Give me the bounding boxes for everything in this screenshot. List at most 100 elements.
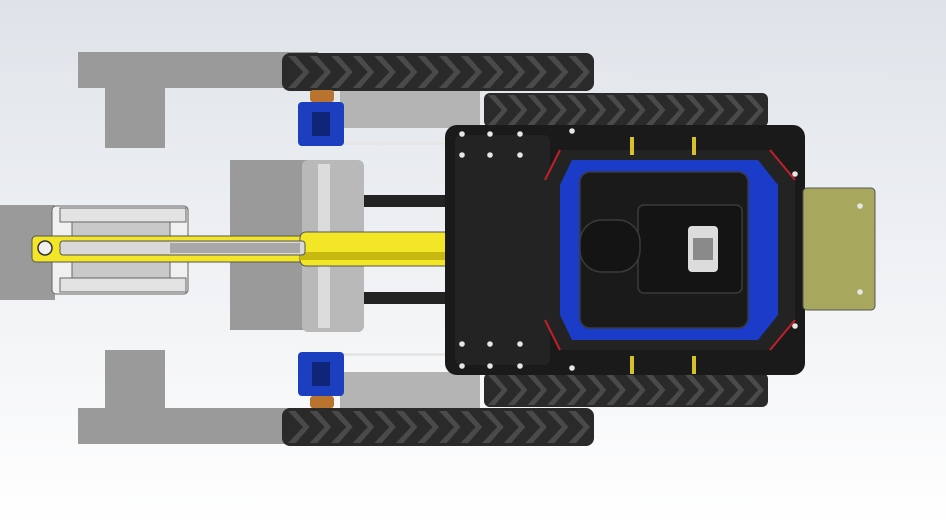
tread-chevron <box>374 411 396 443</box>
bolt <box>517 363 523 369</box>
bolt <box>487 131 493 137</box>
tread-chevron <box>606 95 626 125</box>
tread-chevron <box>331 411 353 443</box>
tread-chevron <box>482 56 504 88</box>
hub-core <box>312 112 330 136</box>
tread-chevron <box>309 56 332 88</box>
counterweight <box>802 187 876 311</box>
track-treads <box>288 56 590 88</box>
track-treads <box>488 375 764 405</box>
tread-chevron <box>704 95 725 125</box>
tread-chevron <box>704 375 725 405</box>
tread-chevron <box>395 411 418 443</box>
tread-chevron <box>626 375 646 405</box>
bolt <box>517 131 523 137</box>
tread-chevron <box>417 411 439 443</box>
tread-chevron <box>744 95 764 125</box>
tread-chevron <box>288 56 310 88</box>
tread-chevron <box>507 95 528 125</box>
bolt <box>459 152 465 158</box>
tread-chevron <box>645 375 666 405</box>
tread-chevron <box>460 56 483 88</box>
tread-chevron <box>547 95 567 125</box>
tread-chevron <box>665 95 686 125</box>
bolt <box>792 323 798 329</box>
tread-chevron <box>724 95 745 125</box>
roller-bar-bottom <box>360 292 450 304</box>
tread-chevron <box>488 95 508 125</box>
tread-chevron <box>460 411 483 443</box>
seat-back <box>579 219 641 273</box>
bolts <box>459 128 863 371</box>
tread-chevron <box>685 95 705 125</box>
marker <box>692 356 696 374</box>
tread-chevron <box>645 95 666 125</box>
track-rear-top <box>484 93 768 127</box>
tread-chevron <box>482 411 504 443</box>
hub-bronze <box>310 90 334 102</box>
tread-chevron <box>546 411 569 443</box>
track-treads <box>288 411 590 443</box>
bolt <box>857 203 863 209</box>
tread-chevron <box>288 411 310 443</box>
tread-chevron <box>488 375 508 405</box>
tread-chevron <box>586 375 607 405</box>
axle-rod-top <box>335 142 535 145</box>
bolt <box>459 363 465 369</box>
shadow-mount-top <box>105 88 165 148</box>
tread-chevron <box>586 95 607 125</box>
bolt <box>487 152 493 158</box>
tread-chevron <box>525 411 547 443</box>
tread-chevron <box>331 56 353 88</box>
shadow-track-top <box>78 52 318 88</box>
axle-rod-bottom <box>335 353 535 356</box>
cab <box>545 150 795 350</box>
marker <box>630 137 634 155</box>
track-front-bottom <box>282 408 594 446</box>
tread-chevron <box>374 56 396 88</box>
tread-chevron <box>626 95 646 125</box>
shadow-frame-top <box>340 90 480 128</box>
tread-chevron <box>527 95 548 125</box>
arm-shade <box>300 252 480 260</box>
track-front-top <box>282 53 594 91</box>
tread-chevron <box>352 56 375 88</box>
wheel-hub-top <box>298 90 344 146</box>
bolt <box>517 341 523 347</box>
tread-chevron <box>507 375 528 405</box>
tread-chevron <box>724 375 745 405</box>
frame-rail-bottom <box>59 277 187 293</box>
tread-chevron <box>352 411 375 443</box>
cab-corner-line <box>544 149 561 181</box>
track-rear-bottom <box>484 373 768 407</box>
tread-chevron <box>395 56 418 88</box>
bolt <box>517 152 523 158</box>
joystick-icon <box>688 226 718 272</box>
axles <box>298 90 535 408</box>
tread-chevron <box>503 411 526 443</box>
chassis-panel-left <box>455 135 550 365</box>
tread-chevron <box>309 411 332 443</box>
excavator-body <box>445 125 876 375</box>
tread-chevron <box>547 375 567 405</box>
tread-chevron <box>525 56 547 88</box>
bolt <box>792 171 798 177</box>
cab-corner-line <box>769 319 796 351</box>
track-treads <box>488 95 764 125</box>
tread-chevron <box>527 375 548 405</box>
bolt <box>569 365 575 371</box>
boom-arm <box>31 205 482 295</box>
hub-core <box>312 362 330 386</box>
cylinder-rod <box>170 243 300 253</box>
shadow-frame-bottom <box>340 372 480 408</box>
tread-chevron <box>503 56 526 88</box>
tread-chevron <box>546 56 569 88</box>
tread-chevron <box>417 56 439 88</box>
tread-chevron <box>439 56 461 88</box>
bolt <box>487 341 493 347</box>
tread-chevron <box>685 375 705 405</box>
bolt <box>487 363 493 369</box>
tracks <box>282 53 768 446</box>
